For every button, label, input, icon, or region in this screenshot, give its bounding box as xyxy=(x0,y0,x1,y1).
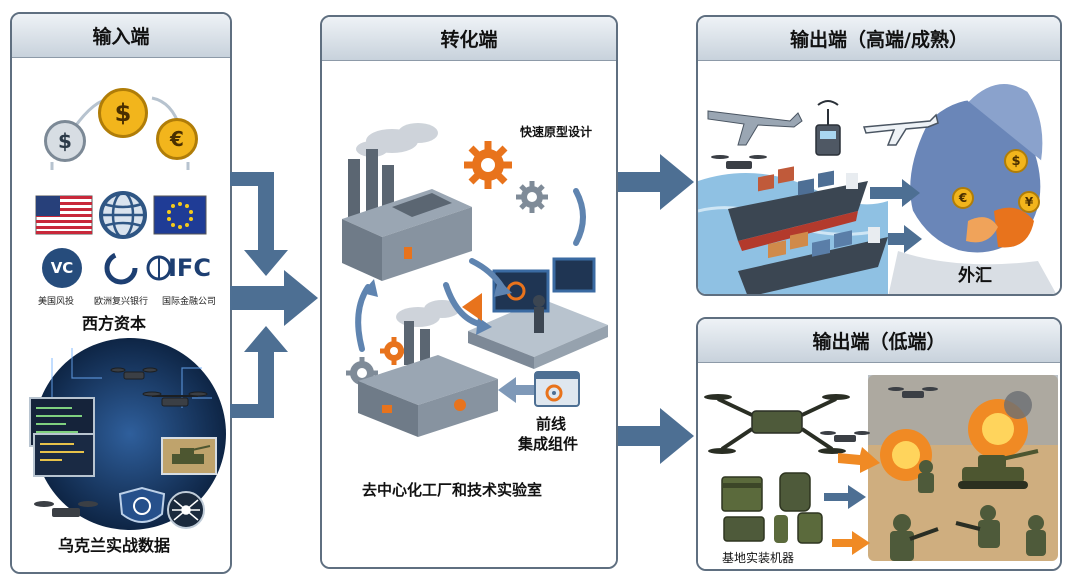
trade-export-illustration xyxy=(698,82,1057,294)
source-label-us-vc: 美国风投 xyxy=(38,297,75,307)
battle-data-illustration xyxy=(29,338,226,530)
source-label-ebrd: 欧洲复兴银行 xyxy=(94,297,149,307)
low-output-panel-body: 基地实装机器 xyxy=(698,363,1060,569)
airplane-icon-2 xyxy=(862,113,939,146)
input-panel: 输入端 $ $ € xyxy=(10,12,232,574)
gold-dollar-coin-icon: $ xyxy=(98,88,148,138)
decentralized-factory-label: 去中心化工厂和技术实验室 xyxy=(362,481,543,499)
airplane-icon xyxy=(707,110,803,146)
us-flag-icon xyxy=(35,195,93,235)
high-output-panel-body: $ € ¥ 外汇 xyxy=(698,61,1060,294)
euro-coin-icon: € xyxy=(156,118,198,160)
integrated-components-label: 集成组件 xyxy=(518,435,579,453)
transform-panel-body: 快速原型设计 xyxy=(322,61,616,567)
tank-icon xyxy=(958,449,1039,489)
arrow-to-high-output xyxy=(618,154,694,210)
transform-panel-title: 转化端 xyxy=(322,17,616,61)
factory-icon xyxy=(342,149,472,281)
western-capital-label: 西方资本 xyxy=(82,314,147,333)
eu-flag-icon xyxy=(153,195,207,235)
map-yen-coin-icon: ¥ xyxy=(1018,191,1040,213)
drone-icon xyxy=(704,394,850,454)
rapid-prototyping-label: 快速原型设计 xyxy=(520,125,593,139)
transform-panel: 转化端 快速原型设计 xyxy=(320,15,618,569)
battlefield-delivery-illustration xyxy=(704,375,1058,561)
base-machinery-label: 基地实装机器 xyxy=(722,551,795,565)
factory-lab-cycle-illustration xyxy=(342,123,608,389)
map-dollar-coin-icon: $ xyxy=(1004,149,1028,173)
dollar-coin-icon: $ xyxy=(44,120,86,162)
gear-icon xyxy=(464,141,512,189)
battle-data-label: 乌克兰实战数据 xyxy=(58,536,171,555)
low-output-panel-title: 输出端（低端） xyxy=(698,319,1060,363)
map-euro-coin-icon: € xyxy=(952,187,974,209)
bottom-factory-icon xyxy=(358,321,498,437)
radio-icon xyxy=(815,100,841,156)
ifc-logo-text: IFC xyxy=(168,254,211,282)
high-end-output-panel: 输出端（高端/成熟） xyxy=(696,15,1062,296)
ammo-crate-icon xyxy=(721,472,823,544)
globe-icon xyxy=(99,191,147,239)
transform-to-output-arrows xyxy=(618,154,694,464)
low-end-output-panel: 输出端（低端） xyxy=(696,317,1062,571)
arrow-to-low-output xyxy=(618,408,694,464)
gray-gear-icon xyxy=(516,181,548,213)
explosion-icon xyxy=(880,391,1032,481)
input-to-transform-arrows xyxy=(230,172,318,418)
frontline-label: 前线 xyxy=(536,415,567,433)
europe-map-icon xyxy=(888,82,1057,294)
forex-label: 外汇 xyxy=(958,266,992,286)
source-label-ifc: 国际金融公司 xyxy=(162,297,217,307)
cargo-ship-icon-2 xyxy=(738,227,888,294)
soldier-icon xyxy=(890,460,1046,561)
vc-logo: VC xyxy=(42,248,82,288)
input-panel-body: $ $ € xyxy=(12,58,230,572)
high-output-panel-title: 输出端（高端/成熟） xyxy=(698,17,1060,61)
cargo-ship-icon xyxy=(728,166,868,251)
ifc-globe-icon xyxy=(146,255,172,281)
ebrd-logo-icon xyxy=(104,251,138,285)
input-panel-title: 输入端 xyxy=(12,14,230,58)
tech-lab-icon xyxy=(468,257,608,369)
component-window-icon xyxy=(534,371,580,407)
